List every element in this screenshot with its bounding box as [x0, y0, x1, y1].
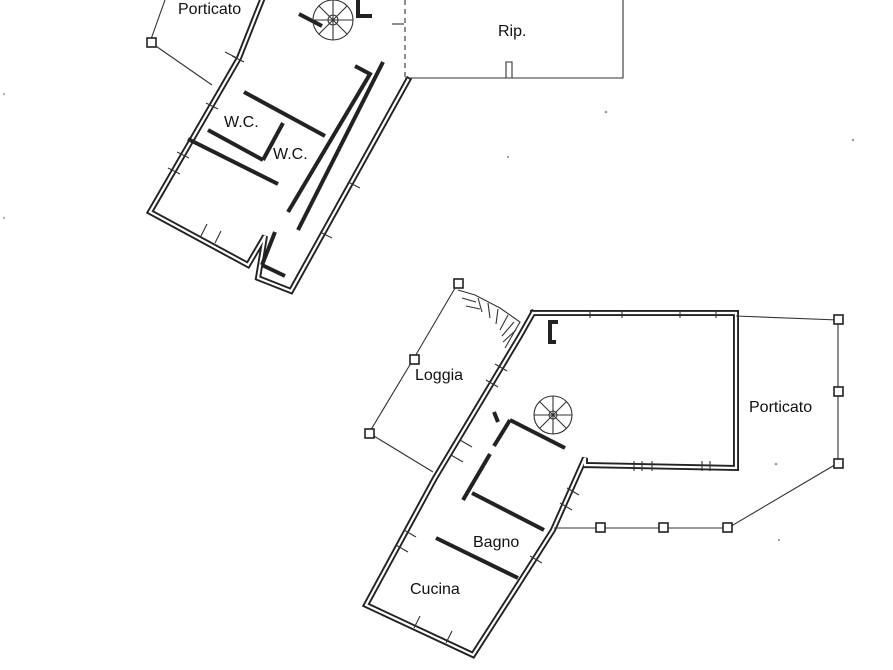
porch-pillar-5: [658, 522, 669, 533]
upper-building: Porticato Rip. W.C. W.C.: [145, 0, 624, 295]
upper-porch-outline: [146, 0, 213, 86]
label-porticato-top: Porticato: [178, 1, 241, 18]
loggia-pillar-1: [453, 278, 464, 289]
label-rip: Rip.: [498, 23, 526, 40]
lower-spiral-stair: [533, 395, 573, 435]
upper-porch-pillar: [146, 37, 157, 48]
upper-storage-room: [392, 0, 624, 79]
right-porch-outline: [554, 314, 844, 533]
label-wc-2: W.C.: [273, 146, 308, 163]
upper-partitions: [187, 12, 385, 278]
loggia-pillar-3: [364, 428, 375, 439]
label-cucina: Cucina: [410, 581, 460, 598]
label-loggia: Loggia: [415, 367, 463, 384]
porch-pillar-6: [595, 522, 606, 533]
porch-pillar-3: [833, 458, 844, 469]
lower-outer-walls: [361, 308, 739, 659]
label-wc-1: W.C.: [224, 114, 259, 131]
lower-partitions: [435, 320, 566, 580]
label-bagno: Bagno: [473, 534, 519, 551]
porch-pillar-4: [722, 522, 733, 533]
scan-specks: [3, 93, 855, 542]
upper-spiral-stair: [312, 0, 372, 41]
loggia-pillar-2: [409, 354, 420, 365]
porch-pillar-2: [833, 386, 844, 397]
porch-pillar-1: [833, 314, 844, 325]
upper-outer-walls: [145, 0, 413, 295]
loggia-outline: [364, 278, 464, 473]
lower-building: Loggia Porticato Bagno Cucina: [361, 278, 844, 659]
label-porticato-right: Porticato: [749, 399, 812, 416]
lower-straight-stair: [457, 289, 521, 349]
